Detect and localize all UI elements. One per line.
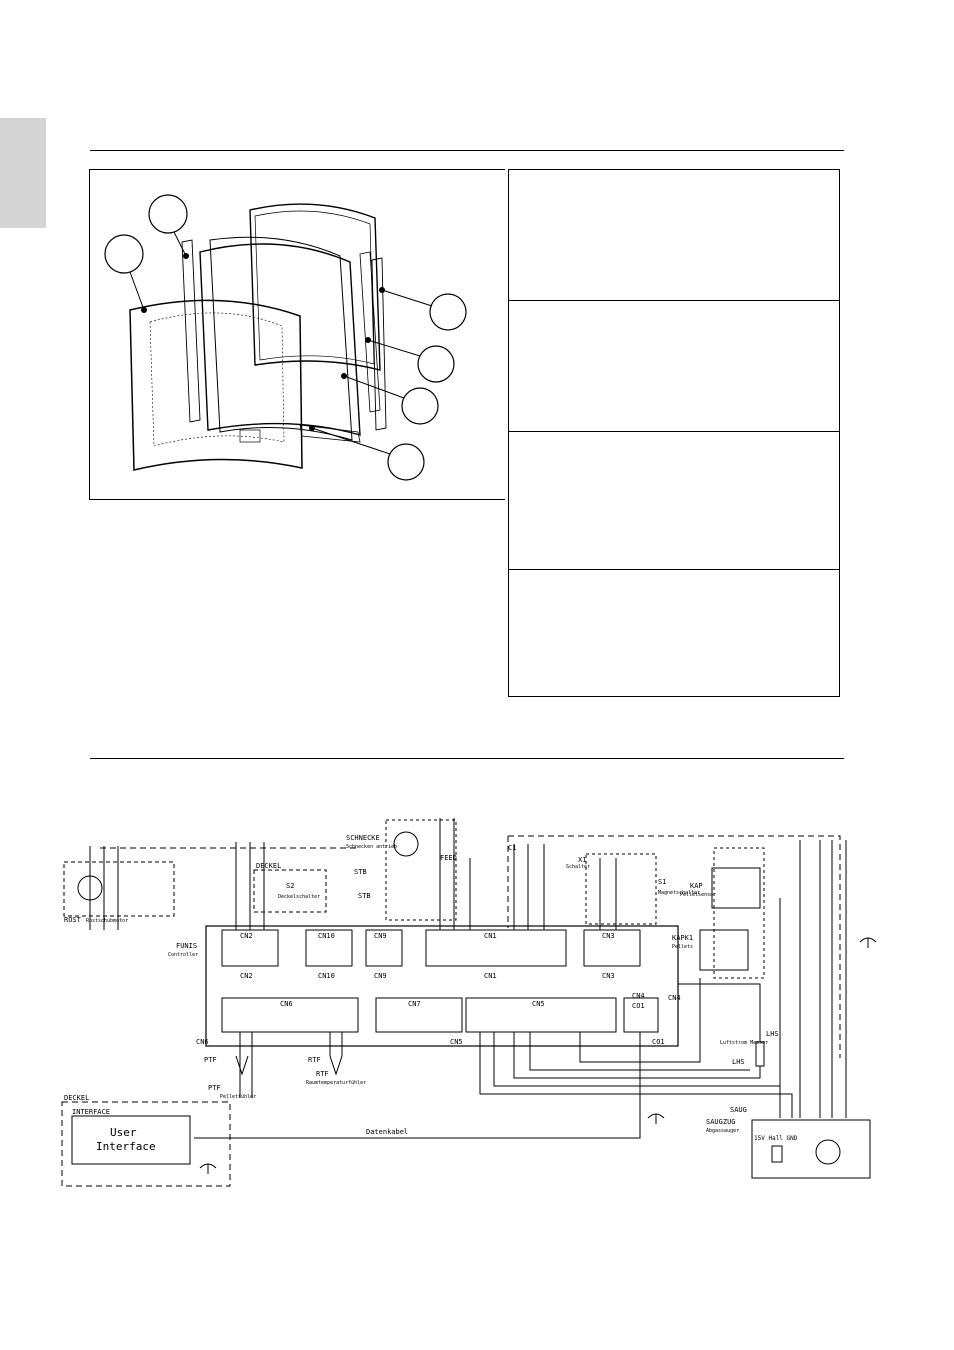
label-rtf-2: RTF [316, 1070, 329, 1078]
connector-top-bottom-5: CN3 [602, 972, 615, 980]
side-label-cn5: CN5 [450, 1038, 463, 1046]
connector-top-bottom-4: CN1 [484, 972, 497, 980]
middle-rule [90, 758, 844, 759]
label-ptf: PTF [204, 1056, 217, 1064]
label-s1: S1 [658, 878, 666, 886]
label-feed: FEED [440, 854, 457, 862]
label-rtf-sub: Raumtemperaturfühler [306, 1080, 366, 1086]
label-datenkabel: Datenkabel [366, 1128, 408, 1136]
label-lhs-2: LHS [732, 1058, 745, 1066]
label-rost-sub: Rostschubmotor [86, 918, 128, 924]
label-interface-deckel: DECKEL [64, 1094, 89, 1102]
connector-bottom-2: CN7 [408, 1000, 421, 1008]
door-exploded-drawing [104, 194, 467, 481]
label-ui-line1: User [110, 1126, 137, 1139]
connector-bottom-1: CN6 [280, 1000, 293, 1008]
label-stb-2: STB [358, 892, 371, 900]
label-funis: FUNIS [176, 942, 197, 950]
label-cn4: CN4 [632, 992, 645, 1000]
label-funis-sub: Controller [168, 952, 198, 958]
label-lhs: LHS [766, 1030, 779, 1038]
side-label-cn6: CN6 [196, 1038, 209, 1046]
label-interface: INTERFACE [72, 1108, 110, 1116]
label-kap-sub: Pelletsensor [680, 892, 716, 898]
connector-top-1: CN2 [240, 932, 253, 940]
wiring-schematic: ROST Rostschubmotor DECKEL S2 Deckelscha… [61, 818, 877, 1187]
label-s2: S2 [286, 882, 294, 890]
label-x1: X1 [578, 856, 586, 864]
label-cn4-side: CN4 [668, 994, 681, 1002]
label-lhs-sub: Luftstrom Messer [720, 1040, 768, 1046]
connector-top-3: CN9 [374, 932, 387, 940]
label-saug: SAUG [730, 1106, 747, 1114]
label-s2-sub: Deckelschalter [278, 894, 320, 900]
connector-top-4: CN1 [484, 932, 497, 940]
label-saug-pins: 15V Hall GND [754, 1135, 798, 1142]
label-ptf-sub: Pelletfühler [220, 1094, 256, 1100]
label-kapk1: KAPK1 [672, 934, 693, 942]
connector-bottom-3: CN5 [532, 1000, 545, 1008]
connector-top-5: CN3 [602, 932, 615, 940]
label-deckel: DECKEL [256, 862, 281, 870]
label-ptf-2: PTF [208, 1084, 221, 1092]
label-schnecke-sub: Schnecken antrieb [346, 844, 397, 850]
legend-table [508, 169, 840, 697]
legend-cell-4 [509, 569, 839, 696]
label-c1: C1 [508, 844, 516, 852]
section-tab [0, 118, 46, 228]
connector-top-bottom-1: CN2 [240, 972, 253, 980]
exploded-view-panel [89, 169, 505, 500]
label-co1: CO1 [632, 1002, 645, 1010]
label-ui-line2: Interface [96, 1140, 156, 1153]
connector-top-bottom-3: CN9 [374, 972, 387, 980]
label-rost: ROST [64, 916, 82, 924]
label-kap: KAP [690, 882, 703, 890]
label-stb: STB [354, 868, 367, 876]
label-saug-desc: Abgassauger [706, 1128, 739, 1134]
connector-top-bottom-2: CN10 [318, 972, 335, 980]
label-saugzug: SAUGZUG [706, 1118, 736, 1126]
label-rtf: RTF [308, 1056, 321, 1064]
label-s1-sub: Magnetschalter [658, 890, 700, 896]
top-rule [90, 150, 844, 151]
legend-cell-1 [509, 170, 839, 301]
label-co1-side: CO1 [652, 1038, 665, 1046]
label-kapk1-sub: Pellets [672, 944, 693, 950]
legend-cell-3 [509, 431, 839, 570]
label-x1-sub: Schalter [566, 864, 590, 870]
label-schnecke: SCHNECKE [346, 834, 380, 842]
legend-cell-2 [509, 300, 839, 432]
connector-top-2: CN10 [318, 932, 335, 940]
